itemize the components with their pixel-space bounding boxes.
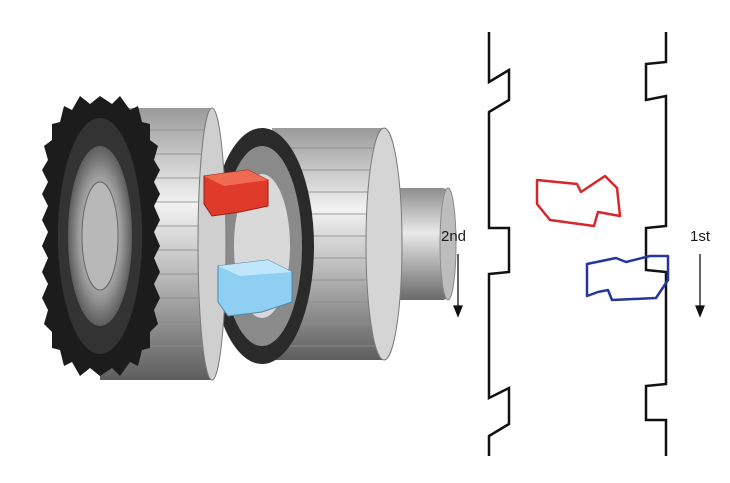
arrow-down-icon bbox=[695, 254, 705, 318]
red-dog-block-top bbox=[204, 170, 268, 186]
blue-dog-outline bbox=[585, 254, 670, 302]
label-1st: 1st bbox=[690, 228, 711, 245]
left-gear-rim-right bbox=[197, 107, 227, 381]
label-2nd: 2nd bbox=[441, 228, 466, 245]
left-gear-face bbox=[42, 96, 160, 376]
right-gear-wall bbox=[644, 32, 668, 456]
right-gear-rim bbox=[365, 127, 403, 361]
red-dog-outline bbox=[535, 174, 622, 228]
shaft-end bbox=[439, 187, 457, 301]
left-gear-wall bbox=[487, 32, 511, 456]
blue-dog-block-top bbox=[218, 260, 292, 276]
arrow-down-icon bbox=[453, 254, 463, 318]
gear-assembly-illustration bbox=[42, 96, 457, 381]
schematic bbox=[487, 32, 668, 456]
